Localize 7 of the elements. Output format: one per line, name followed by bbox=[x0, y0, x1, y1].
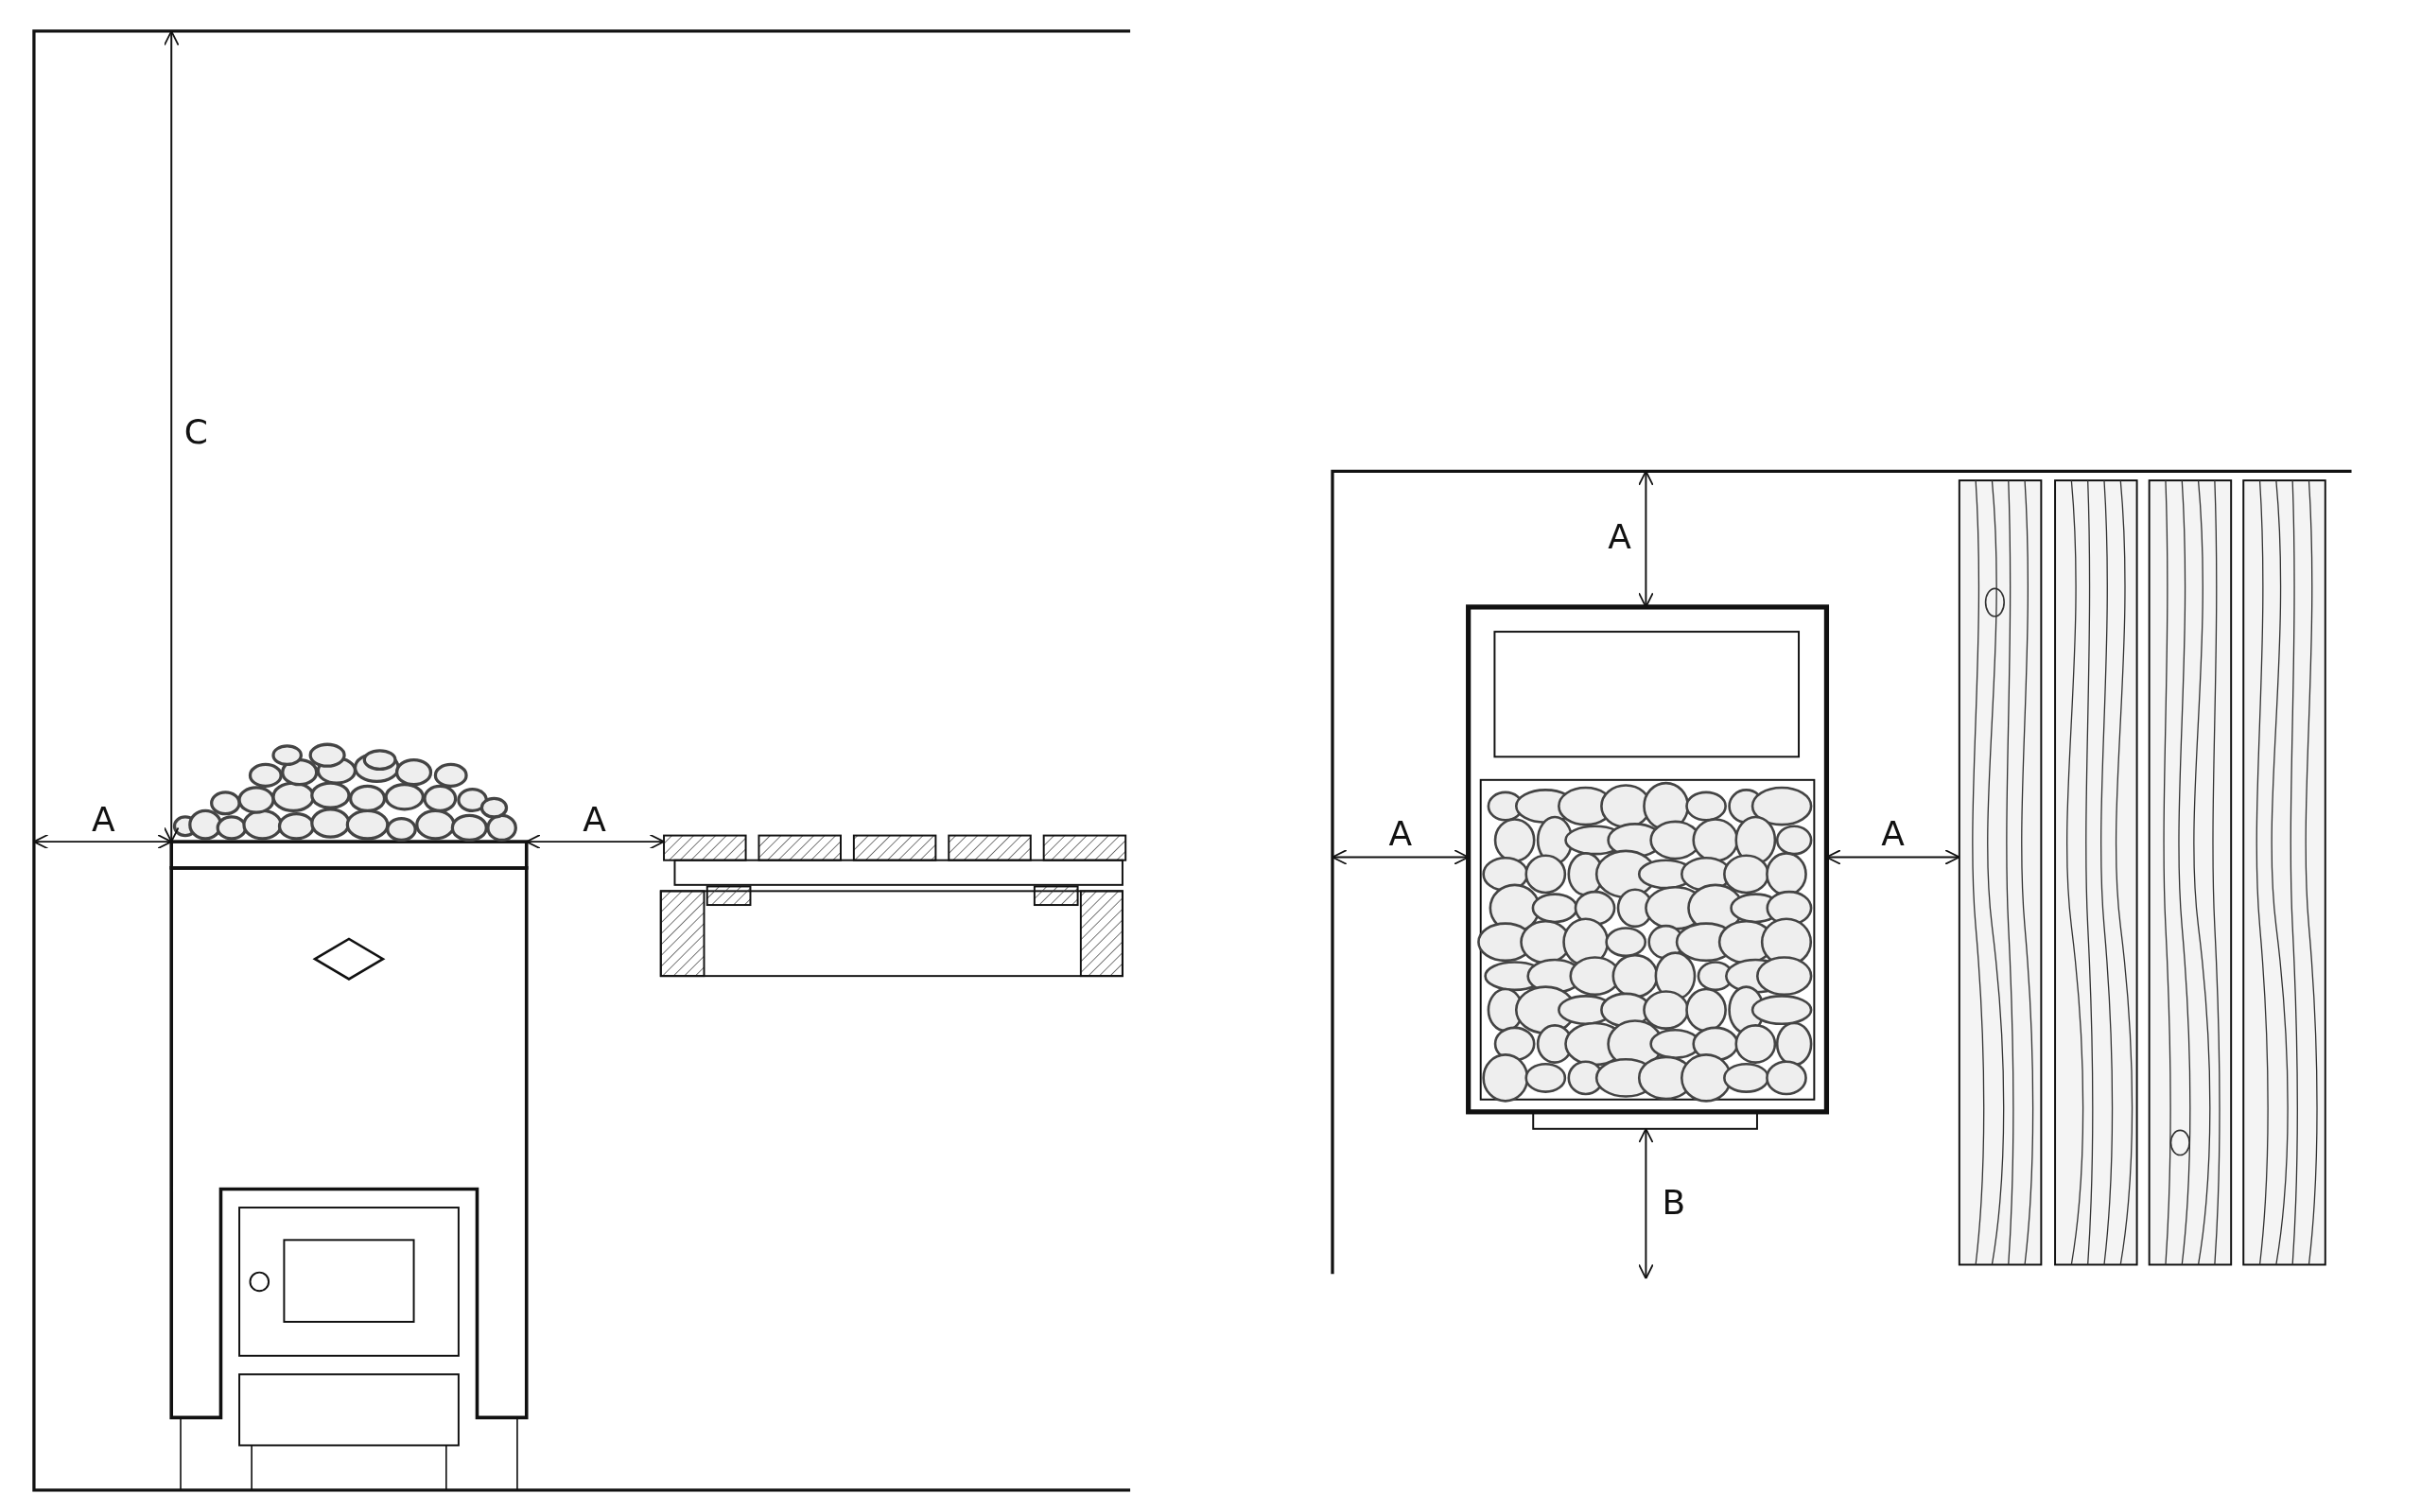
dimension-label: A bbox=[1388, 816, 1413, 851]
dimension-label: A bbox=[583, 802, 606, 837]
dimension-label: A bbox=[92, 802, 115, 837]
dimension-label: C bbox=[183, 415, 208, 450]
dimension-label: A bbox=[1881, 816, 1905, 851]
dimension-label: B bbox=[1662, 1185, 1686, 1220]
dimension-label: A bbox=[1608, 520, 1631, 555]
